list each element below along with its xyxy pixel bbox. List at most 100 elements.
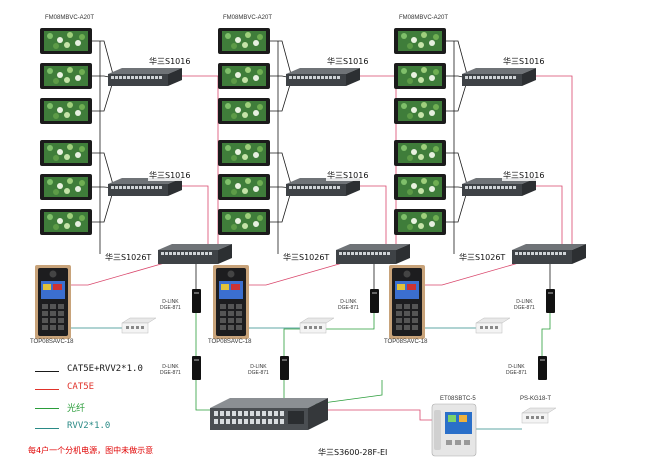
screen-foliage <box>401 179 407 185</box>
device-layer <box>35 28 586 457</box>
screen-foliage <box>57 218 63 224</box>
switch-port <box>127 76 130 79</box>
switch-port <box>513 186 516 189</box>
screen-foliage <box>433 180 439 186</box>
access-switch <box>462 178 536 196</box>
switch-port <box>481 76 484 79</box>
psu-top <box>299 317 335 324</box>
screen-foliage <box>79 215 85 221</box>
screen-foliage <box>64 77 70 83</box>
switch-port <box>477 76 480 79</box>
poe-injector <box>538 356 547 380</box>
fiber-cable <box>195 380 210 411</box>
legend-label: CAT5E+RVV2*1.0 <box>67 364 143 374</box>
switch-port <box>317 186 320 189</box>
core-switch-top <box>210 398 328 408</box>
station-key <box>404 311 410 316</box>
uplink-cable <box>522 75 573 246</box>
psu-terminal <box>480 326 483 329</box>
access-switch <box>286 178 360 196</box>
power-supply-unit <box>299 317 335 334</box>
management-station <box>431 403 477 457</box>
station-cable <box>328 409 432 421</box>
uplink-cable <box>522 185 563 246</box>
switch-port <box>111 186 114 189</box>
switch-port <box>489 76 492 79</box>
core-switch-port <box>274 419 278 424</box>
switch-port <box>351 252 354 255</box>
core-switch-sfp <box>288 411 304 424</box>
screen-foliage <box>421 67 427 73</box>
uplink-cable <box>168 75 219 246</box>
switch-port <box>375 252 378 255</box>
screen-foliage <box>418 42 424 48</box>
aggregation-switch <box>158 244 232 264</box>
screen-foliage <box>253 152 259 158</box>
switch-port <box>513 76 516 79</box>
legend-line-swatch <box>35 371 59 372</box>
screen-foliage <box>235 149 241 155</box>
power-supply-unit <box>475 317 511 334</box>
outdoor-model-label: TOP08SAVC-18 <box>208 339 252 345</box>
station-screen-icon <box>407 284 416 290</box>
screen-foliage <box>47 68 53 74</box>
station-key <box>236 304 242 309</box>
switch-port <box>343 252 346 255</box>
switch-port <box>131 186 134 189</box>
switch-port <box>305 186 308 189</box>
core-switch-port <box>214 411 218 416</box>
screen-foliage <box>421 102 427 108</box>
screen-foliage <box>421 32 427 38</box>
switch-port <box>155 186 158 189</box>
switch-port <box>547 252 550 255</box>
screen-foliage <box>407 43 413 49</box>
poe-label: D-LINK DGE-871 <box>248 364 269 376</box>
switch-top <box>512 244 586 250</box>
screen-foliage <box>235 218 241 224</box>
station-key <box>228 318 234 323</box>
screen-foliage <box>411 72 417 78</box>
screen-foliage <box>245 102 251 108</box>
switch-port <box>197 252 200 255</box>
screen-foliage <box>429 186 435 192</box>
switch-port <box>527 252 530 255</box>
core-switch-port <box>238 411 242 416</box>
station-key <box>396 304 402 309</box>
station-cable <box>425 261 523 286</box>
psu-front <box>521 412 549 424</box>
switch-port <box>123 76 126 79</box>
screen-foliage <box>75 186 81 192</box>
switch-side <box>396 244 410 264</box>
screen-foliage <box>79 180 85 186</box>
screen-foliage <box>433 69 439 75</box>
psu-terminal <box>304 326 307 329</box>
legend-line-swatch <box>35 408 59 409</box>
screen-foliage <box>421 178 427 184</box>
station-key <box>412 311 418 316</box>
switch-port <box>355 252 358 255</box>
screen-foliage <box>421 144 427 150</box>
screen-foliage <box>401 214 407 220</box>
access-switch-label: 华三S1016 <box>502 56 546 67</box>
switch-port <box>339 252 342 255</box>
switch-port <box>371 252 374 255</box>
screen-foliage <box>242 77 248 83</box>
screen-foliage <box>245 32 251 38</box>
aggregation-switch <box>512 244 586 264</box>
poe-led <box>282 359 287 361</box>
core-switch-port <box>220 411 224 416</box>
screen-foliage <box>57 183 63 189</box>
screen-foliage <box>253 110 259 116</box>
station-key <box>228 325 234 330</box>
outdoor-model-label: TOP08SAVC-18 <box>30 339 74 345</box>
switch-top <box>158 244 232 250</box>
station-key <box>404 318 410 323</box>
screen-foliage <box>79 69 85 75</box>
station-key <box>455 440 461 445</box>
screen-foliage <box>429 110 435 116</box>
switch-port <box>301 76 304 79</box>
screen-foliage <box>231 78 237 84</box>
core-switch-port <box>256 411 260 416</box>
switch-port <box>173 252 176 255</box>
monitor-cable <box>270 77 293 112</box>
